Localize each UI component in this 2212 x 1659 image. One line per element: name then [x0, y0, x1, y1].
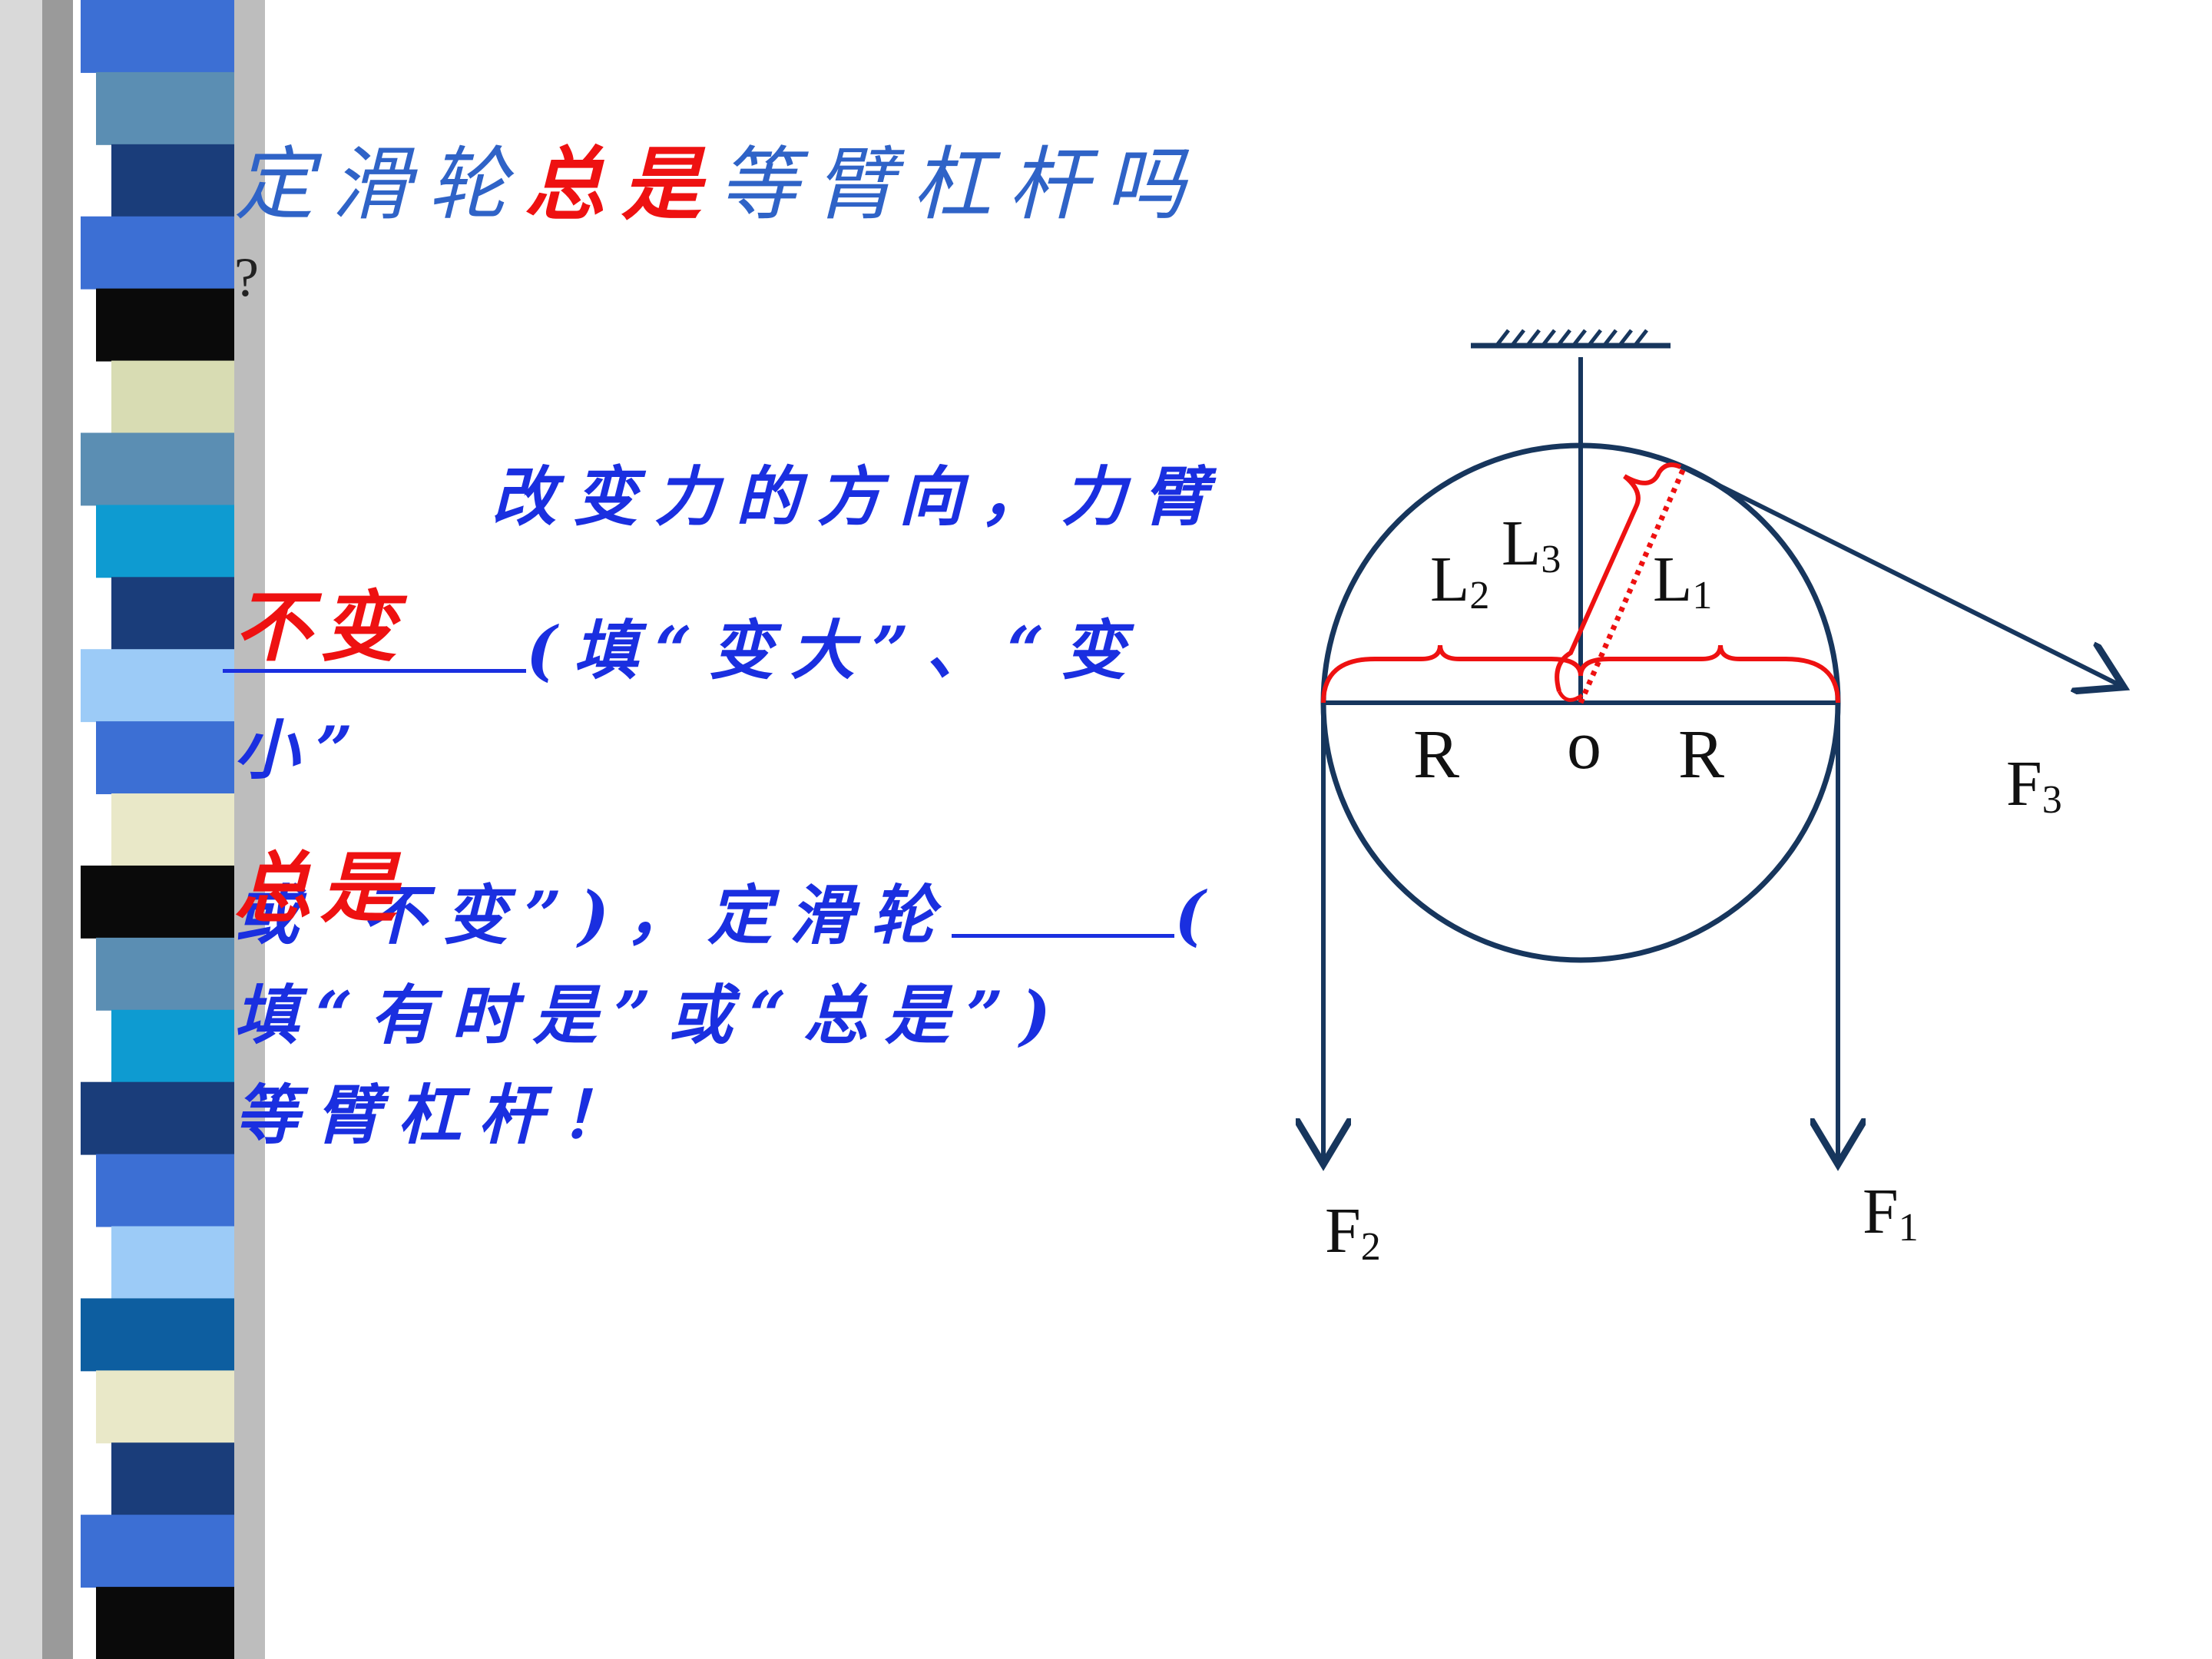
answer-1: 不变	[234, 581, 406, 672]
decorative-sidebar	[0, 0, 265, 1659]
text-line-2: (填“变大”、“变	[223, 599, 1143, 692]
ceiling-hatch	[1619, 329, 1633, 346]
text-line-3: 小”	[234, 712, 370, 788]
text-line-6: 等臂杠杆！	[234, 1077, 642, 1153]
text-line-5: 填“有时是”或“总是”)	[234, 977, 1068, 1053]
sidebar-stripe	[81, 1298, 234, 1372]
sidebar-stripe	[81, 216, 234, 290]
sidebar-stripe	[96, 505, 234, 578]
force-F3-arrow	[1681, 465, 2120, 685]
sidebar-left-shade	[0, 0, 46, 1659]
ceiling-support	[1471, 329, 1671, 349]
sidebar-stripes	[81, 0, 234, 1659]
ceiling-hatch	[1558, 329, 1571, 346]
sidebar-stripe	[111, 360, 234, 434]
sidebar-stripe	[111, 793, 234, 866]
radius-L3-dotted	[1578, 467, 1687, 704]
sidebar-stripe	[96, 288, 234, 362]
sidebar-stripe	[81, 649, 234, 723]
label-O: o	[1567, 707, 1601, 783]
ceiling-hatch	[1527, 329, 1541, 346]
text-line-1: 改变力的方向，力臂	[492, 459, 1225, 535]
label-R-right: R	[1678, 717, 1724, 793]
title-emphasis: 总是	[525, 137, 719, 231]
label-L3: L3	[1502, 508, 1561, 581]
blank-2	[952, 876, 1175, 938]
ceiling-hatch	[1573, 329, 1587, 346]
text-line-4: 或不变”)，定滑轮 (	[234, 864, 1222, 957]
sidebar-stripe	[81, 1515, 234, 1588]
sidebar-stripe	[96, 937, 234, 1011]
slide-title: 定滑轮总是等臂杠杆吗	[234, 119, 1202, 235]
sidebar-stripe	[81, 432, 234, 506]
label-L1: L1	[1653, 544, 1712, 618]
sidebar-stripe	[111, 144, 234, 217]
arm-bracket-L3	[1555, 462, 1682, 692]
label-F2: F2	[1325, 1195, 1381, 1269]
arm-bracket-R	[1321, 644, 1840, 704]
blank-1	[223, 611, 526, 673]
sidebar-stripe	[96, 1587, 234, 1659]
title-part2: 等臂杠杆吗	[718, 137, 1203, 231]
sidebar-stripe	[81, 1081, 234, 1155]
sidebar-stripe	[81, 865, 234, 939]
ceiling-hatch	[1496, 329, 1510, 346]
sidebar-stripe	[111, 577, 234, 651]
ceiling-hatch	[1512, 329, 1525, 346]
sidebar-stripe	[111, 1009, 234, 1083]
ceiling-hatch	[1634, 329, 1648, 346]
sidebar-stripe	[96, 71, 234, 145]
label-L2: L2	[1430, 544, 1489, 618]
ceiling-hatch	[1588, 329, 1602, 346]
sidebar-stripe	[96, 721, 234, 795]
sidebar-stripe	[111, 1226, 234, 1300]
sidebar-stripe	[96, 1370, 234, 1444]
label-R-left: R	[1413, 717, 1459, 793]
title-part1: 定滑轮	[234, 137, 525, 231]
text-line-4-mid: 不变”)，定滑轮	[362, 877, 952, 953]
sidebar-stripe	[81, 0, 234, 73]
text-line-4-end: (	[1174, 877, 1222, 953]
ceiling-hatch	[1604, 329, 1618, 346]
title-question-mark: ?	[234, 247, 259, 308]
ceiling-hatch	[1542, 329, 1556, 346]
sidebar-stripe	[111, 1442, 234, 1516]
sidebar-stripe	[96, 1154, 234, 1227]
answer-2: 总是	[234, 843, 406, 933]
text-line-2-rest: (填“变大”、“变	[526, 612, 1143, 688]
label-F1: F1	[1863, 1176, 1919, 1250]
text-line-4-start: 或	[234, 877, 316, 953]
sidebar-gray-band	[42, 0, 73, 1659]
arm-bracket-L3-hook	[1557, 690, 1584, 702]
label-F3: F3	[2006, 748, 2062, 822]
